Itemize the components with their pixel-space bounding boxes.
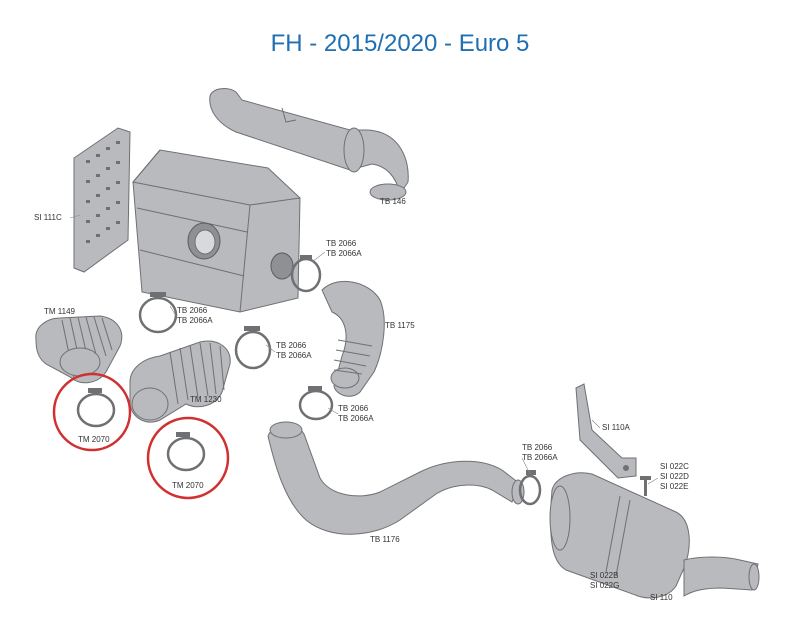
part-tm2070-clamp-a[interactable] [52, 372, 132, 452]
label-tb1176: TB 1176 [370, 535, 400, 544]
svg-text:SI 111C: SI 111C [34, 213, 62, 222]
svg-text:TM 2070: TM 2070 [172, 481, 204, 490]
part-tb146-pipe[interactable] [209, 88, 409, 201]
label-si022d: SI 022D [660, 472, 689, 481]
label-si111c: SI 111C [34, 213, 62, 222]
part-tb2066-clamp-low[interactable] [298, 386, 334, 421]
svg-text:TB 1176: TB 1176 [370, 535, 400, 544]
highlight-ring-a [52, 372, 132, 452]
part-silencer-box[interactable] [132, 149, 301, 313]
part-tb2066-clamp-right[interactable] [518, 470, 542, 506]
label-tb2066-mid-1: TB 2066 [276, 341, 307, 350]
svg-text:TM 1149: TM 1149 [44, 307, 76, 316]
svg-text:SI 110: SI 110 [650, 593, 673, 602]
part-si110-silencer[interactable] [549, 472, 760, 599]
label-tb2066-low-1: TB 2066 [338, 404, 369, 413]
part-tm2070-clamp-b[interactable] [146, 416, 230, 500]
label-tb2066-low-2: TB 2066A [338, 414, 374, 423]
label-si110: SI 110 [650, 593, 673, 602]
svg-text:TM 1230: TM 1230 [190, 395, 222, 404]
label-tb2066-top-1: TB 2066 [326, 239, 357, 248]
svg-text:TB 146: TB 146 [380, 197, 406, 206]
label-si022c: SI 022C [660, 462, 689, 471]
svg-text:TB 1175: TB 1175 [385, 321, 415, 330]
leader-lines [69, 214, 659, 485]
part-si110a-bracket[interactable] [575, 383, 637, 479]
part-tm1149-flex-hose[interactable] [35, 315, 123, 384]
part-si111c-plate[interactable] [73, 127, 131, 273]
svg-text:TM 2070: TM 2070 [78, 435, 110, 444]
part-tb1176-pipe[interactable] [267, 421, 525, 535]
label-tm1230: TM 1230 [190, 395, 222, 404]
page-title: FH - 2015/2020 - Euro 5 [270, 30, 530, 57]
label-si022e: SI 022E [660, 482, 688, 491]
part-tb2066-clamp-left[interactable] [138, 292, 178, 334]
part-tm1230-flex-hose[interactable] [129, 340, 231, 423]
highlight-ring-b [146, 416, 230, 500]
part-tb2066-clamp-mid[interactable] [234, 326, 272, 370]
label-tb146: TB 146 [380, 197, 406, 206]
label-tb2066-left-2: TB 2066A [177, 316, 213, 325]
label-tb2066-top-2: TB 2066A [326, 249, 362, 258]
label-tm2070-b: TM 2070 [172, 481, 204, 490]
svg-text:SI 110A: SI 110A [602, 423, 631, 432]
label-tb1175: TB 1175 [385, 321, 415, 330]
part-si022c-bolt[interactable] [640, 476, 651, 496]
label-tm2070-a: TM 2070 [78, 435, 110, 444]
label-si110a: SI 110A [602, 423, 631, 432]
label-tb2066-mid-2: TB 2066A [276, 351, 312, 360]
label-si022g: SI 022G [590, 581, 619, 590]
part-tb1175-pipe[interactable] [321, 280, 385, 397]
label-tb2066-left-1: TB 2066 [177, 306, 208, 315]
label-tm1149: TM 1149 [44, 307, 76, 316]
label-tb2066-right-1: TB 2066 [522, 443, 553, 452]
label-si022b: SI 022B [590, 571, 618, 580]
label-tb2066-right-2: TB 2066A [522, 453, 558, 462]
part-tb2066-clamp-top[interactable] [290, 255, 322, 293]
